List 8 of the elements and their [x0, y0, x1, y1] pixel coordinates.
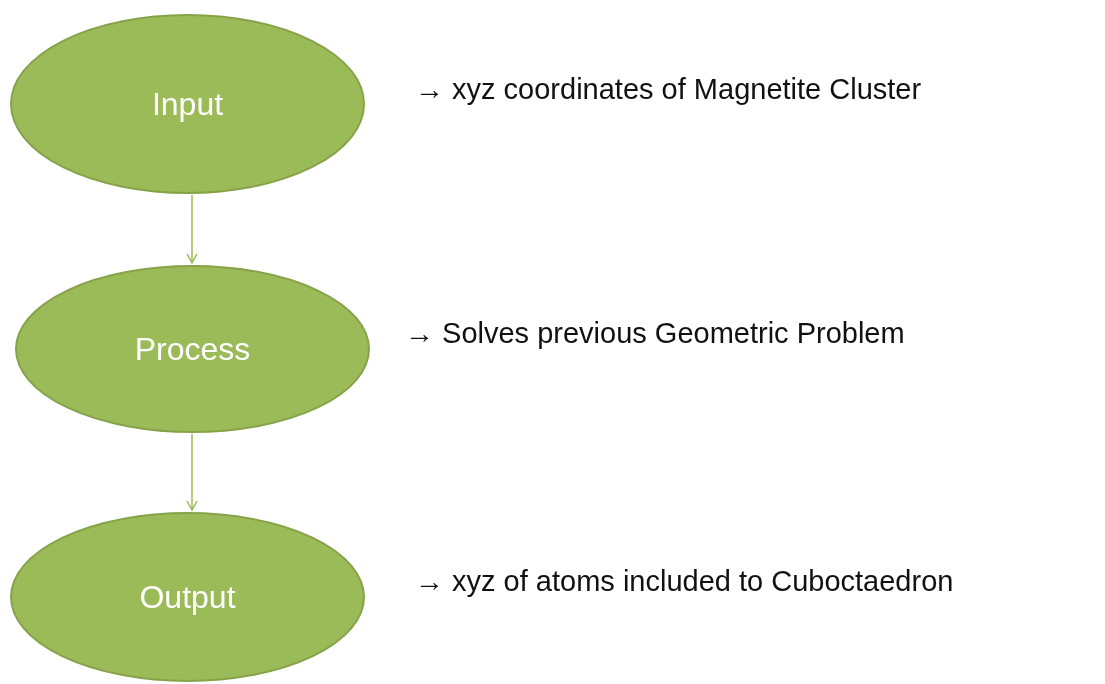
arrow	[186, 194, 198, 264]
node-label: Process	[134, 330, 251, 368]
side-note: → xyz of atoms included to Cuboctaedron	[415, 564, 955, 599]
side-note: → Solves previous Geometric Problem	[405, 316, 906, 351]
arrow	[186, 433, 198, 511]
node-label: Output	[139, 578, 236, 616]
side-note: → xyz coordinates of Magnetite Cluster	[415, 72, 923, 107]
node-label: Input	[151, 85, 224, 123]
